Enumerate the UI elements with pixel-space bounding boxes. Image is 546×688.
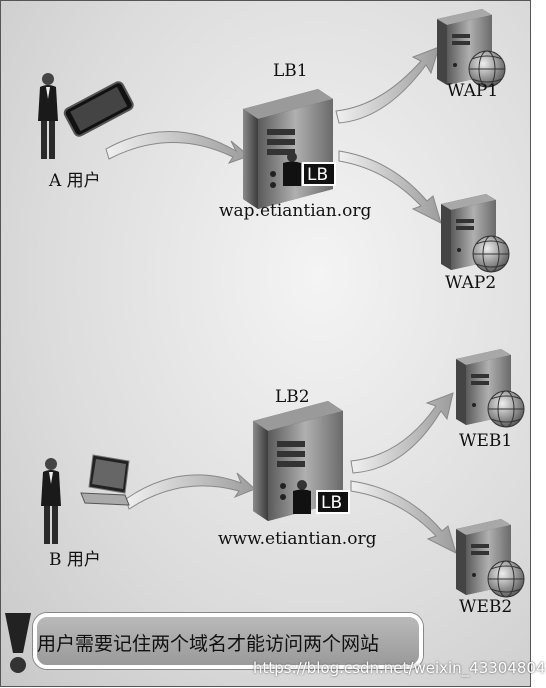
lb2-title: LB2 <box>275 387 310 407</box>
wap2-label: WAP2 <box>445 273 497 293</box>
diagram-graphics <box>5 8 525 673</box>
arrow-lb2-to-web1 <box>350 392 454 474</box>
lb2-badge-box <box>316 490 350 514</box>
lb1-badge: LB <box>307 165 329 185</box>
arrow-lb1-to-wap1 <box>335 46 440 124</box>
lb2-admin-icon <box>293 480 311 514</box>
web2-server-icon <box>455 518 525 598</box>
lb1-badge-box <box>302 162 336 186</box>
lb1-title: LB1 <box>273 61 308 81</box>
note-box <box>33 613 423 669</box>
wap2-server-icon <box>440 193 510 273</box>
arrow-lb2-to-web2 <box>350 480 457 554</box>
phone-icon <box>63 81 134 137</box>
exclamation-icon <box>5 613 31 673</box>
web1-server-icon <box>455 348 525 428</box>
arrow-lb1-to-wap2 <box>338 150 442 224</box>
wap1-server-icon <box>436 8 506 88</box>
wap1-label: WAP1 <box>447 81 499 101</box>
user-b-person-icon <box>41 458 61 544</box>
arrow-b-to-lb2 <box>125 472 256 510</box>
lb1-admin-icon <box>283 152 301 186</box>
user-a-label: A 用户 <box>49 171 101 191</box>
watermark: https://blog.csdn.net/weixin_43304804 <box>253 659 546 677</box>
user-a-person-icon <box>38 73 58 159</box>
lb2-badge: LB <box>321 493 343 513</box>
web1-label: WEB1 <box>459 431 513 451</box>
lb1-domain: wap.etiantian.org <box>219 201 372 221</box>
laptop-icon <box>80 454 130 506</box>
lb1-server-icon <box>243 89 333 209</box>
user-b-label: B 用户 <box>49 550 101 570</box>
arrow-a-to-lb1 <box>105 131 250 164</box>
lb2-domain: www.etiantian.org <box>218 529 377 549</box>
note-text: 用户需要记住两个域名才能访问两个网站 <box>37 633 380 655</box>
web2-label: WEB2 <box>459 597 513 617</box>
